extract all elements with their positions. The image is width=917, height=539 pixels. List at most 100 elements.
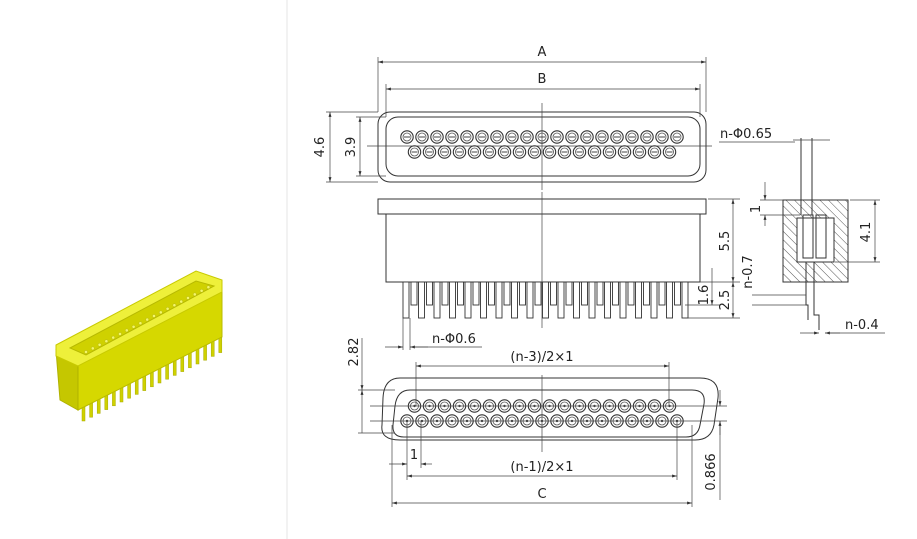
contact-hole-inner <box>665 147 674 157</box>
contact-3d <box>186 296 190 300</box>
pin <box>418 281 425 319</box>
pin-3d <box>218 336 223 353</box>
dim-c-label: C <box>537 487 546 502</box>
contact-hole <box>625 130 639 144</box>
contact-3d <box>192 292 197 297</box>
pitch-label: 1 <box>410 448 418 463</box>
pin-rear <box>565 281 573 306</box>
contact-hole-inner <box>447 132 457 142</box>
contact-hole <box>415 130 429 144</box>
contact-3d <box>104 339 109 344</box>
pin-step-label: 1.6 <box>697 285 712 306</box>
contact-3d <box>131 324 136 329</box>
pin-rear <box>534 281 542 306</box>
dim-b-label: B <box>538 72 547 87</box>
bottom-height-label: 2.82 <box>347 338 362 367</box>
pin-rear <box>488 281 495 306</box>
contact-hole-inner <box>672 132 682 142</box>
pin-rear <box>596 281 604 306</box>
side-height-label: 5.5 <box>718 231 733 252</box>
pin <box>588 281 596 319</box>
pin-rear <box>550 281 557 306</box>
pin <box>573 281 580 319</box>
contact-hole-inner <box>522 132 532 142</box>
contact-hole <box>580 130 594 144</box>
pin <box>511 281 518 319</box>
contact-3d <box>84 350 88 354</box>
pin <box>557 281 565 319</box>
section-offset-label: 1 <box>749 205 764 213</box>
contact-3d <box>158 310 163 315</box>
contact-hole-inner <box>410 147 419 157</box>
pin-rear <box>658 281 666 306</box>
contact-hole-inner <box>402 132 412 142</box>
bottom-view: (n-3)/2×1 (n-1)/2×1 C 1 2.82 0.866 <box>347 338 727 507</box>
contact-hole-inner <box>492 132 502 142</box>
contact-hole <box>505 130 519 144</box>
height-inner-label: 3.9 <box>344 137 359 158</box>
pin <box>433 281 441 319</box>
pin-rear <box>426 281 433 306</box>
pin <box>542 281 549 319</box>
contact-3d <box>111 335 115 340</box>
contact-hole-inner <box>635 147 644 157</box>
contact-hole-inner <box>657 132 667 142</box>
contact-hole <box>610 130 624 144</box>
contact-hole-inner <box>455 147 464 157</box>
top-view: A B 4.6 3.9 n-Φ0.65 <box>313 45 795 190</box>
contact-hole <box>595 130 609 144</box>
hole-callout: n-Φ0.65 <box>720 127 772 142</box>
yellow-connector-3d <box>55 270 223 422</box>
pin-rear <box>519 281 526 306</box>
contact-3d <box>138 321 143 326</box>
contact-hole-inner <box>605 147 614 157</box>
contact-hole-inner <box>507 132 517 142</box>
pin-rear <box>643 281 650 306</box>
contact-hole <box>640 130 654 144</box>
contact-hole-inner <box>545 147 554 157</box>
contact-3d <box>118 332 122 336</box>
pin <box>619 281 627 319</box>
contact-hole <box>565 130 579 144</box>
contact-hole-inner <box>462 132 472 142</box>
contact-3d <box>165 306 170 311</box>
pin <box>681 281 689 319</box>
pin-rear <box>457 281 464 306</box>
contact-3d <box>199 288 204 293</box>
section-view: 4.1 1 n-0.7 n-0.4 <box>741 138 885 335</box>
pin <box>464 281 472 319</box>
pin <box>495 281 503 319</box>
pin-rear <box>674 281 681 306</box>
contact-hole-inner <box>515 147 524 157</box>
row-offset-label: 0.866 <box>704 453 719 490</box>
contact-hole-inner <box>552 132 562 142</box>
contact-hole-inner <box>627 132 637 142</box>
contact-hole <box>655 130 669 144</box>
contact-hole-inner <box>650 147 659 157</box>
contact-hole-inner <box>642 132 652 142</box>
pin-width-a-label: n-0.7 <box>741 255 756 289</box>
contact-hole-inner <box>567 132 577 142</box>
contact-hole-inner <box>590 147 599 157</box>
pin <box>666 281 673 319</box>
contact-hole-inner <box>620 147 629 157</box>
contact-hole-inner <box>417 132 427 142</box>
contact-hole-inner <box>560 147 569 157</box>
contact-hole <box>520 130 534 144</box>
pin <box>480 281 487 319</box>
contact-3d <box>91 346 95 351</box>
contact-3d <box>152 314 156 318</box>
contact-hole-inner <box>440 147 449 157</box>
section-depth-label: 4.1 <box>859 222 874 243</box>
contact-3d <box>145 317 149 322</box>
contact-hole-inner <box>612 132 622 142</box>
contact-hole <box>670 130 684 144</box>
contact-hole-inner <box>582 132 592 142</box>
contact-hole-inner <box>425 147 434 157</box>
contact-hole <box>550 130 564 144</box>
pin <box>526 281 534 319</box>
dim-a-label: A <box>538 45 547 60</box>
contact-hole <box>490 130 504 144</box>
contact-3d <box>97 342 102 347</box>
